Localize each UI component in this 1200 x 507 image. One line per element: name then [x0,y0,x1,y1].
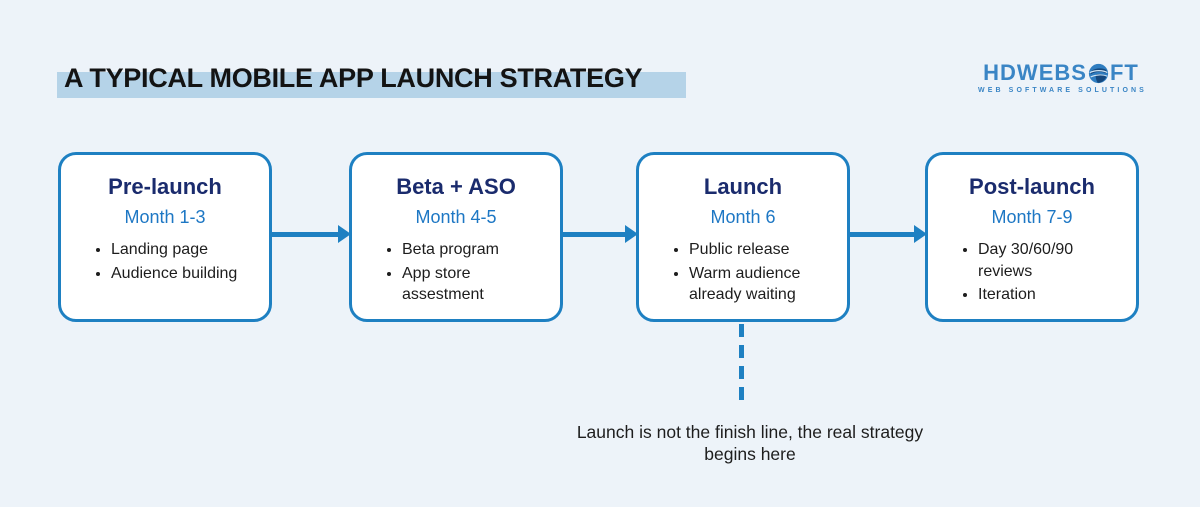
list-item: Warm audience already waiting [689,263,847,306]
step-items: Day 30/60/90 reviews Iteration [928,239,1136,306]
list-item: Iteration [978,284,1136,306]
arrow-line [560,231,625,237]
arrow-line [271,231,338,237]
dashed-connector-line [739,324,744,404]
step-title: Pre-launch [108,174,222,199]
step-card-launch: Launch Month 6 Public release Warm audie… [636,152,850,322]
logo-tagline: WEB SOFTWARE SOLUTIONS [978,87,1147,94]
logo-text-post: FT [1109,60,1139,85]
arrow-pre-launch-to-beta [271,225,351,243]
step-period: Month 4-5 [415,207,497,227]
launch-note: Launch is not the finish line, the real … [550,421,950,465]
arrow-head-icon [625,225,638,243]
step-items: Beta program App store assestment [352,239,560,306]
step-title: Beta + ASO [396,174,516,199]
arrow-line [847,231,914,237]
list-item: Day 30/60/90 reviews [978,239,1136,282]
launch-note-line1: Launch is not the finish line, the real … [576,422,924,442]
launch-note-line2: begins here [704,444,796,465]
step-items: Public release Warm audience already wai… [639,239,847,306]
arrow-launch-to-post-launch [847,225,927,243]
arrow-head-icon [338,225,351,243]
step-items: Landing page Audience building [61,239,269,284]
logo-text-pre: HDWEBS [983,60,1087,85]
step-title: Post-launch [969,174,1095,199]
list-item: Beta program [402,239,560,261]
title-highlight-band [57,72,686,98]
hdwebsoft-logo: HDWEBS FT WEB SOFTWARE SOLUTIONS [978,62,1147,95]
logo-wordmark: HDWEBS FT [978,62,1144,84]
list-item: App store assestment [402,263,560,306]
step-card-beta-aso: Beta + ASO Month 4-5 Beta program App st… [349,152,563,322]
step-period: Month 6 [710,207,776,227]
step-period: Month 7-9 [991,207,1073,227]
page-title: A TYPICAL MOBILE APP LAUNCH STRATEGY [64,63,643,93]
list-item: Audience building [111,263,269,285]
arrow-beta-to-launch [560,225,638,243]
globe-icon [1088,63,1109,83]
arrow-head-icon [914,225,927,243]
list-item: Public release [689,239,847,261]
step-card-pre-launch: Pre-launch Month 1-3 Landing page Audien… [58,152,272,322]
step-card-post-launch: Post-launch Month 7-9 Day 30/60/90 revie… [925,152,1139,322]
step-title: Launch [703,174,783,199]
list-item: Landing page [111,239,269,261]
step-period: Month 1-3 [124,207,206,227]
